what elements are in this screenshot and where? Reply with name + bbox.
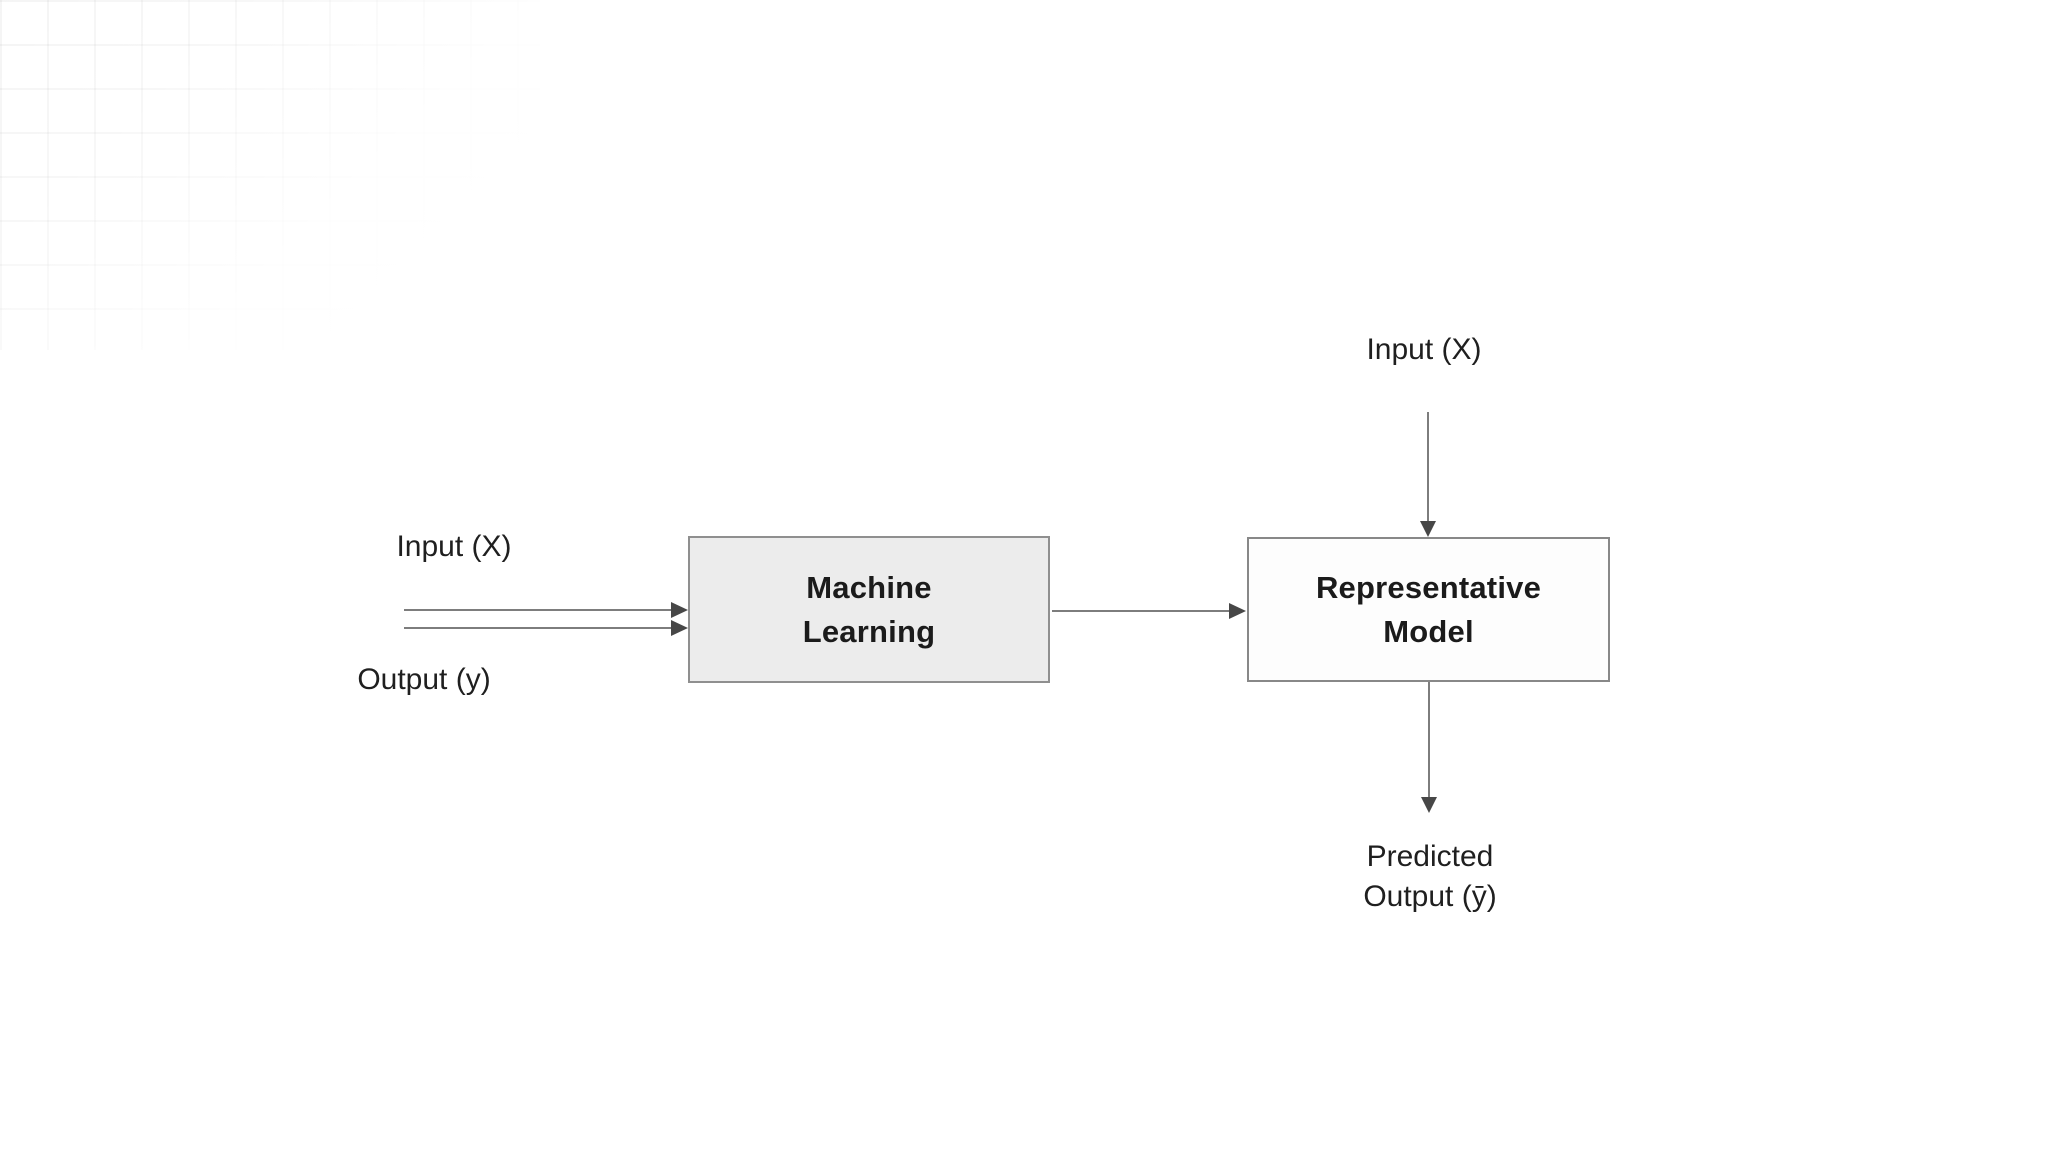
node-representative-model-line1: Representative xyxy=(1315,569,1542,605)
arrowhead-icon xyxy=(1420,521,1436,537)
node-representative-model-line2: Model xyxy=(1383,613,1474,649)
arrowhead-icon xyxy=(671,602,688,618)
node-machine-learning-line2: Learning xyxy=(802,613,936,649)
node-representative-model: Representative Model xyxy=(1247,537,1610,682)
arrowhead-icon xyxy=(1229,603,1246,619)
node-machine-learning-line1: Machine xyxy=(806,569,932,605)
label-predicted-output: Predicted Output (ȳ) xyxy=(1310,837,1550,917)
label-top-input-x: Input (X) xyxy=(1366,333,1482,366)
label-left-output-y: Output (y) xyxy=(357,663,491,696)
arrow-line xyxy=(1427,412,1429,523)
arrow-line xyxy=(1428,682,1430,798)
arrowhead-icon xyxy=(671,620,688,636)
arrow-line xyxy=(404,609,672,611)
background-grid-fade xyxy=(0,0,560,370)
label-predicted-output-line1: Predicted xyxy=(1366,840,1494,873)
arrow-line xyxy=(1052,610,1230,612)
label-left-input-x: Input (X) xyxy=(396,530,512,563)
arrow-line xyxy=(404,627,672,629)
node-machine-learning: Machine Learning xyxy=(688,536,1050,683)
arrowhead-icon xyxy=(1421,797,1437,813)
label-predicted-output-line2: Output (ȳ) xyxy=(1363,880,1497,913)
